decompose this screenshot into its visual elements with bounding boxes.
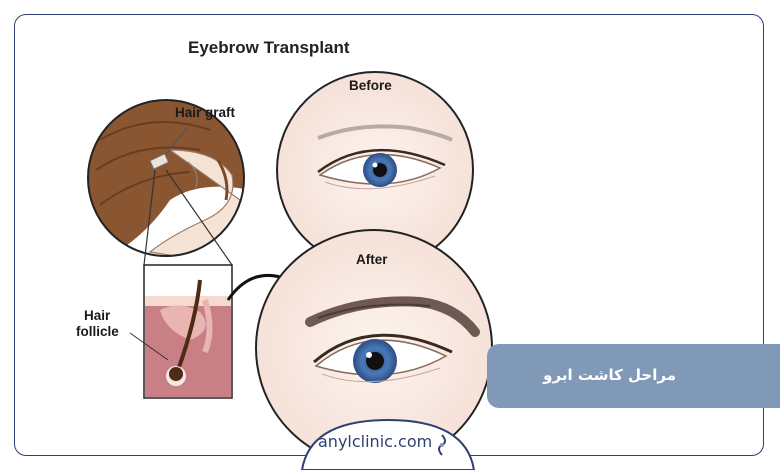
hair-follicle-label-line1: Hair <box>84 308 111 323</box>
follicle-pointer-line <box>129 332 169 361</box>
caption-banner-text: مراحل کاشت ابرو <box>543 366 676 384</box>
brand-tab <box>300 418 476 470</box>
after-eye-circle <box>256 230 492 466</box>
follicle-box <box>129 264 233 399</box>
brand-logo-icon <box>438 434 446 456</box>
head-inset <box>88 100 244 256</box>
brand-name: anylclinic.com <box>318 432 433 451</box>
diagram-title: Eyebrow Transplant <box>188 38 350 57</box>
caption-banner: مراحل کاشت ابرو <box>487 344 780 408</box>
hair-graft-label: Hair graft <box>175 105 236 120</box>
after-label: After <box>356 252 388 267</box>
before-label: Before <box>349 78 392 93</box>
hair-follicle-label-line2: follicle <box>76 324 119 339</box>
